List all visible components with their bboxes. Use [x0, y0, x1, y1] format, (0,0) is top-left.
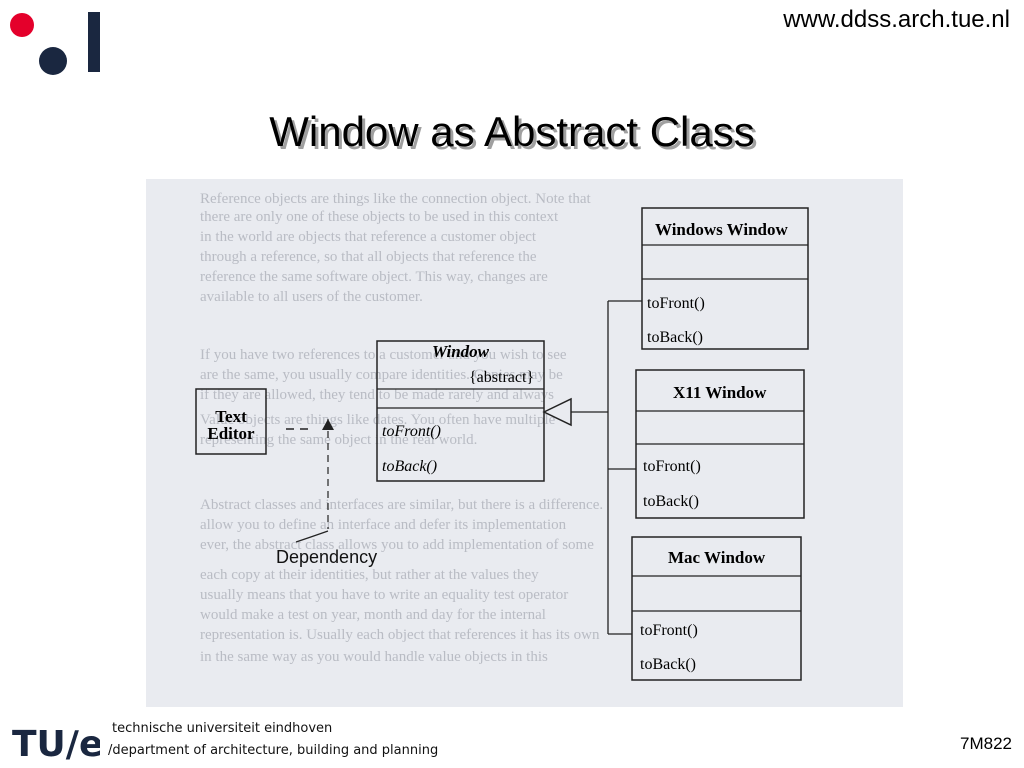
- svg-text:in the world are objects that: in the world are objects that reference …: [200, 229, 537, 245]
- svg-text:TU/e: TU/e: [12, 724, 100, 764]
- svg-text:reference the same software ob: reference the same software object. This…: [200, 269, 548, 285]
- svg-text:there are only one of these ob: there are only one of these objects to b…: [200, 209, 559, 225]
- svg-text:allow you to define an interfa: allow you to define an interface and def…: [200, 517, 567, 533]
- dependency-label: Dependency: [276, 547, 377, 567]
- text-editor-box: Text Editor: [195, 388, 267, 455]
- window-op-toback: toBack(): [382, 458, 437, 475]
- svg-text:available to all users of the: available to all users of the customer.: [200, 289, 423, 305]
- svg-text:through a reference, so that a: through a reference, so that all objects…: [200, 249, 537, 265]
- x11-window-box: X11 Window toFront() toBack(): [635, 369, 805, 519]
- window-class-stereotype: {abstract}: [469, 369, 534, 386]
- mac-window-name: Mac Window: [668, 548, 766, 567]
- mac-window-op-tofront: toFront(): [640, 622, 698, 639]
- svg-text:are the same, you usually comp: are the same, you usually compare identi…: [200, 367, 563, 383]
- svg-text:ever, the abstract class allow: ever, the abstract class allows you to a…: [200, 537, 594, 553]
- svg-text:would make a test on year, mon: would make a test on year, month and day…: [200, 607, 546, 623]
- generalization-arrow: [542, 300, 642, 635]
- slide-title: Window as Abstract Class: [269, 108, 755, 155]
- window-class-name: Window: [432, 342, 490, 361]
- university-name: technische universiteit eindhoven: [112, 721, 333, 736]
- tue-wordmark-logo-icon: TU/e: [12, 724, 100, 764]
- svg-text:in the same way as you would h: in the same way as you would handle valu…: [200, 649, 548, 665]
- mac-window-op-toback: toBack(): [640, 656, 696, 673]
- department-name: /department of architecture, building an…: [108, 743, 439, 758]
- svg-text:each copy at their identities,: each copy at their identities, but rathe…: [200, 567, 539, 583]
- x11-window-op-toback: toBack(): [643, 493, 699, 510]
- text-editor-label-line2: Editor: [207, 424, 255, 443]
- site-url: www.ddss.arch.tue.nl: [783, 6, 1010, 33]
- svg-text:If you have two references to: If you have two references to a customer…: [200, 347, 567, 363]
- svg-text:representation is. Usually eac: representation is. Usually each object t…: [200, 627, 600, 643]
- windows-window-name: Windows Window: [655, 220, 788, 239]
- windows-window-box: Windows Window toFront() toBack(): [641, 207, 809, 350]
- svg-text:usually means that you have to: usually means that you have to write an …: [200, 587, 568, 603]
- x11-window-op-tofront: toFront(): [643, 458, 701, 475]
- mac-window-box: Mac Window toFront() toBack(): [631, 536, 802, 681]
- svg-text:Value objects are things like: Value objects are things like dates. You…: [200, 412, 556, 428]
- svg-text:representing the same object i: representing the same object in the real…: [200, 432, 477, 448]
- windows-window-op-tofront: toFront(): [647, 295, 705, 312]
- window-op-tofront: toFront(): [382, 423, 441, 440]
- tue-dots-logo-icon: [10, 12, 100, 75]
- svg-text:Abstract classes and interface: Abstract classes and interfaces are simi…: [200, 497, 603, 513]
- windows-window-op-toback: toBack(): [647, 329, 703, 346]
- svg-text:Reference objects are things l: Reference objects are things like the co…: [200, 191, 592, 207]
- course-code: 7M822: [960, 734, 1012, 753]
- x11-window-name: X11 Window: [673, 383, 767, 402]
- scanned-diagram: Reference objects are things like the co…: [146, 179, 903, 707]
- text-editor-label-line1: Text: [215, 407, 247, 426]
- uml-diagram: Reference objects are things like the co…: [195, 191, 809, 681]
- dependency-arrow: [286, 419, 334, 543]
- window-class-box: Window {abstract} toFront() toBack(): [376, 340, 545, 482]
